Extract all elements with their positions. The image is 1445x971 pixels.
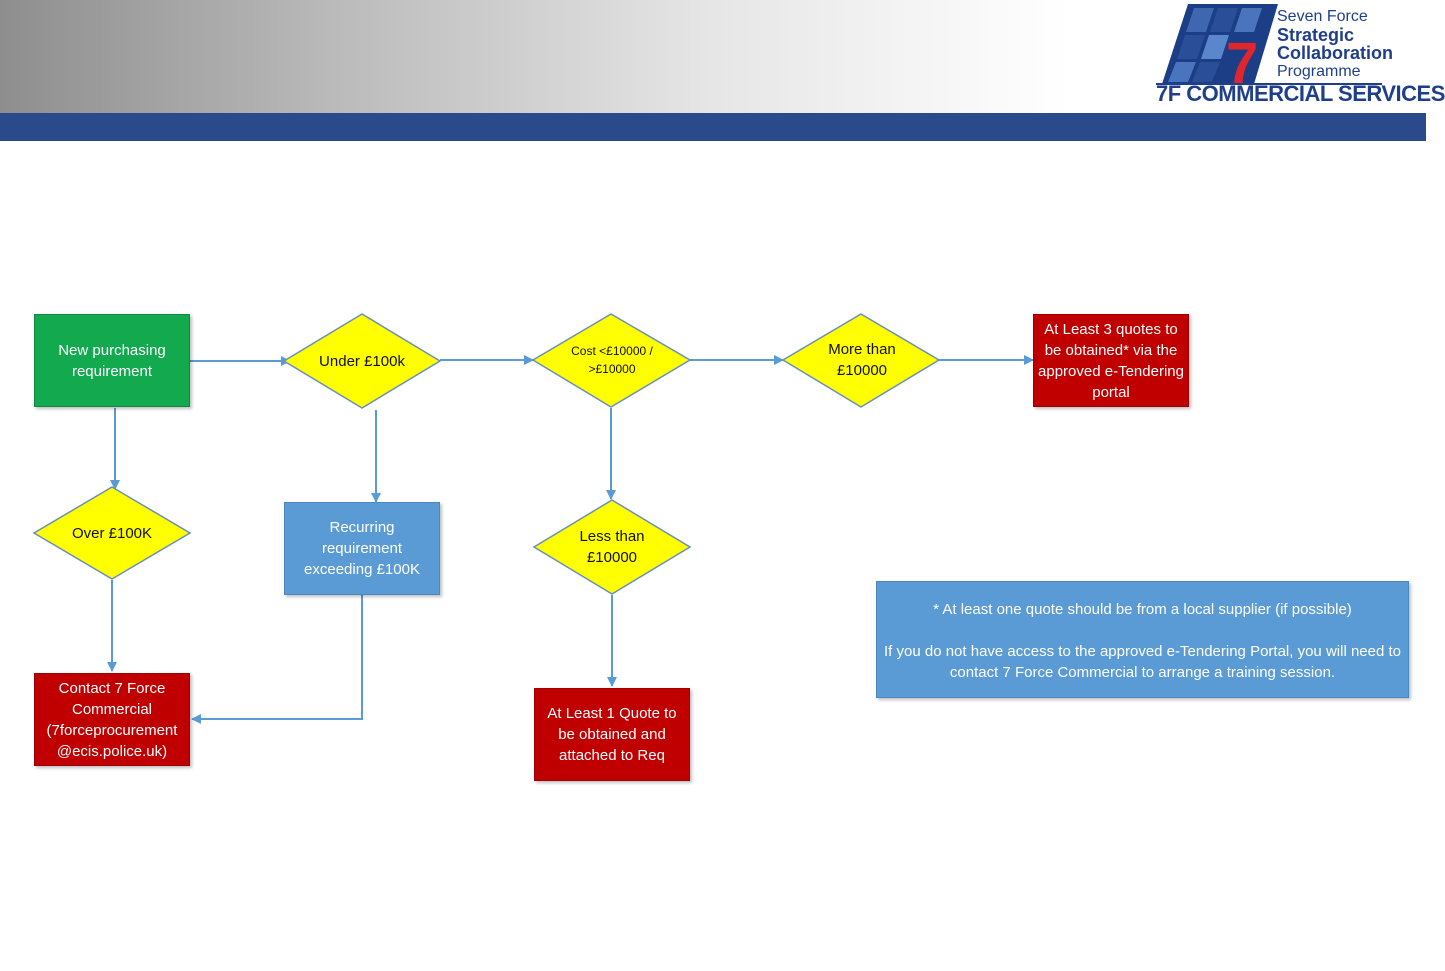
node-new-requirement-label: New purchasing requirement <box>58 341 166 380</box>
node-cost-decision-label: Cost <£10000 / >£10000 <box>571 344 653 376</box>
diamond-cost <box>531 313 692 408</box>
logo-mark-seven: 7 <box>1226 31 1258 96</box>
node-less-than-10000-label: Less than £10000 <box>579 528 645 566</box>
header-band <box>0 113 1426 141</box>
node-recurring: Recurring requirement exceeding £100K <box>284 502 440 595</box>
note-box: * At least one quote should be from a lo… <box>876 581 1409 698</box>
node-contact: Contact 7 Force Commercial (7forceprocur… <box>34 673 190 766</box>
logo-mark-icon: 7 <box>1162 4 1278 96</box>
logo-rule <box>1156 83 1382 85</box>
node-new-requirement: New purchasing requirement <box>34 314 190 407</box>
decision-shapes <box>32 313 941 595</box>
logo-line-2: Strategic <box>1277 25 1355 45</box>
connectors <box>107 355 1034 724</box>
logo-line-1: Seven Force <box>1277 8 1368 25</box>
node-over-100k-label: Over £100K <box>71 524 153 542</box>
note-line-1: * At least one quote should be from a lo… <box>933 601 1352 618</box>
logo-line-3: Collaboration <box>1277 43 1393 63</box>
arrow-recurring-to-contact <box>191 595 363 724</box>
diamond-more-than-10000 <box>781 313 941 408</box>
node-contact-label: Contact 7 Force Commercial (7forceprocur… <box>46 679 178 760</box>
logo-line-4: Programme <box>1277 63 1361 80</box>
logo-brand-text: 7F COMMERCIAL SERVICES <box>1156 81 1445 106</box>
node-under-100k-label: Under £100k <box>319 352 405 370</box>
node-recurring-label: Recurring requirement exceeding £100K <box>304 519 420 578</box>
node-three-quotes: At Least 3 quotes to be obtained* via th… <box>1033 314 1189 407</box>
node-one-quote-label: At Least 1 Quote to be obtained and atta… <box>547 705 677 764</box>
diamond-less-than-10000 <box>532 499 692 595</box>
note-line-2: If you do not have access to the approve… <box>884 643 1401 681</box>
node-three-quotes-label: At Least 3 quotes to be obtained* via th… <box>1038 320 1184 401</box>
diamond-under-100k <box>282 313 442 409</box>
diamond-over-100k <box>32 486 192 580</box>
logo: 7 Seven Force Strategic Collaboration Pr… <box>1150 2 1445 110</box>
node-more-than-10000-label: More than £10000 <box>828 341 896 379</box>
node-one-quote: At Least 1 Quote to be obtained and atta… <box>534 688 690 781</box>
